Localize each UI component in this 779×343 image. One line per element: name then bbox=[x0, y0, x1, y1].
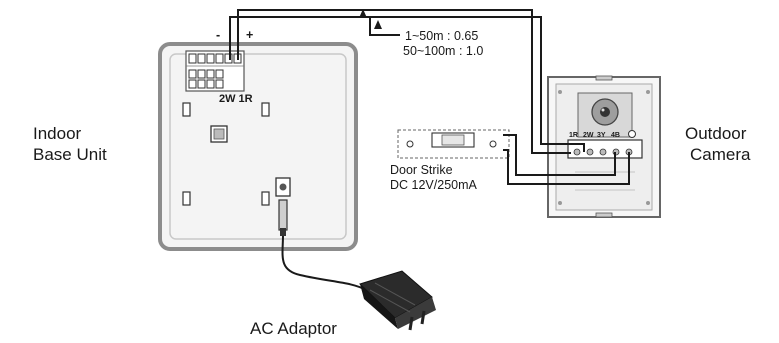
camera-terminal-label-2w: 2W bbox=[583, 132, 594, 139]
door-strike-label-line2: DC 12V/250mA bbox=[390, 178, 477, 192]
minus-sign: - bbox=[216, 28, 221, 42]
indoor-label-line2: Base Unit bbox=[33, 145, 107, 164]
power-cable bbox=[281, 234, 367, 291]
camera-terminal-block bbox=[567, 139, 643, 159]
indoor-label-line1: Indoor bbox=[33, 124, 82, 143]
cable-spec-line2: 50~100m : 1.0 bbox=[403, 44, 484, 58]
dc-plug bbox=[278, 199, 288, 236]
door-strike-label-line1: Door Strike bbox=[390, 163, 453, 177]
camera-terminal-label-4b: 4B bbox=[611, 132, 620, 139]
indoor-base-unit bbox=[158, 42, 358, 251]
outdoor-camera bbox=[547, 75, 661, 218]
camera-terminal-label-1r: 1R bbox=[569, 132, 578, 139]
mounting-slots bbox=[182, 102, 270, 206]
dc-power-jack bbox=[275, 177, 291, 197]
cable-spec-line1: 1~50m : 0.65 bbox=[405, 29, 479, 43]
camera-terminal-label-3y: 3Y bbox=[597, 132, 606, 139]
ac-adaptor-label: AC Adaptor bbox=[250, 319, 337, 338]
door-strike-icon bbox=[397, 129, 510, 159]
outdoor-label-line1: Outdoor bbox=[685, 124, 747, 143]
wires bbox=[229, 9, 630, 185]
center-switch bbox=[210, 125, 228, 143]
outdoor-label-line2: Camera bbox=[690, 145, 751, 164]
plus-sign: + bbox=[246, 28, 254, 42]
indoor-terminal-block bbox=[185, 50, 245, 92]
ac-adaptor-icon bbox=[359, 270, 436, 331]
wire-arrows bbox=[359, 9, 382, 29]
indoor-terminal-label: 2W 1R bbox=[219, 93, 253, 105]
